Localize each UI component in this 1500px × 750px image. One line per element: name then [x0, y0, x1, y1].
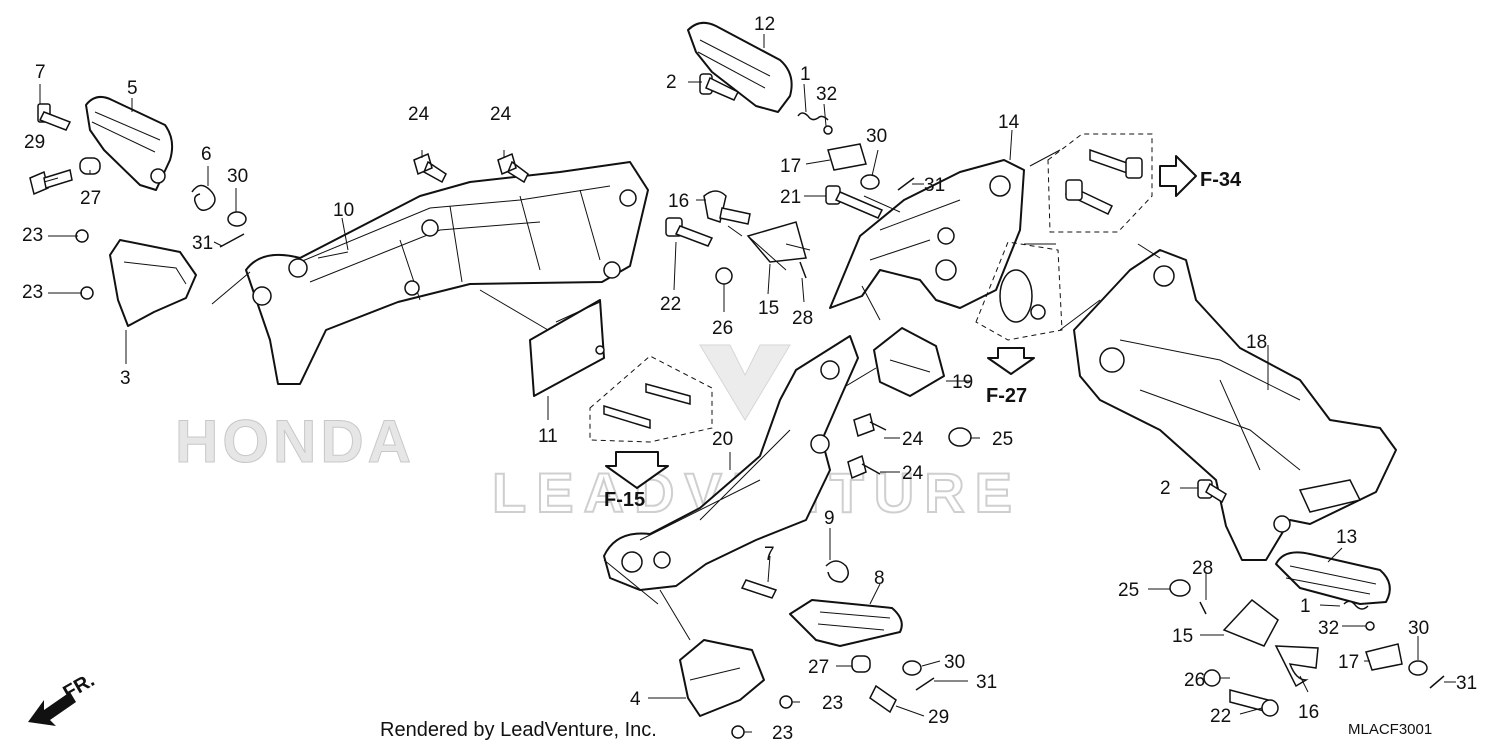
- callout-29: 29: [24, 132, 45, 153]
- callout-24: 24: [902, 463, 924, 484]
- callout-30: 30: [866, 126, 887, 147]
- render-credit: Rendered by LeadVenture, Inc.: [380, 719, 657, 741]
- callout-28: 28: [1192, 558, 1213, 579]
- callout-10: 10: [333, 200, 354, 221]
- callout-17: 17: [780, 156, 801, 177]
- ref-f34: F-34: [1200, 169, 1242, 191]
- diagram-code: MLACF3001: [1348, 721, 1433, 738]
- callout-1: 1: [1300, 596, 1311, 617]
- callout-15: 15: [1172, 626, 1193, 647]
- bolt-group-f34: [1047, 133, 1197, 233]
- callout-30: 30: [1408, 618, 1429, 639]
- callout-11: 11: [538, 426, 558, 447]
- callout-23: 23: [22, 282, 43, 303]
- callout-12: 12: [754, 14, 775, 35]
- callout-9: 9: [824, 508, 835, 529]
- callout-28: 28: [792, 308, 813, 329]
- watermark: HONDA LEADVENTURE: [175, 344, 1013, 525]
- ref-f27: F-27: [986, 385, 1027, 407]
- callout-27: 27: [808, 657, 829, 678]
- callout-22: 22: [660, 294, 681, 315]
- callout-4: 4: [630, 689, 641, 710]
- callout-31: 31: [192, 233, 213, 254]
- callout-29: 29: [928, 707, 949, 728]
- callout-27: 27: [80, 188, 101, 209]
- callout-31: 31: [1456, 673, 1477, 694]
- callout-numbers: 7 5 29 27 6 30 23 23 31 3 10 24 24 11 12…: [22, 14, 1477, 744]
- callout-25: 25: [1118, 580, 1139, 601]
- damper-group-f27: [975, 241, 1063, 375]
- callout-24: 24: [902, 429, 924, 450]
- callout-31: 31: [924, 175, 945, 196]
- callout-16: 16: [668, 191, 689, 212]
- callout-7: 7: [35, 62, 46, 83]
- callout-16: 16: [1298, 702, 1319, 723]
- right-front-step-bracket: [829, 159, 1025, 309]
- callout-5: 5: [127, 78, 138, 99]
- callout-14: 14: [998, 112, 1020, 133]
- mount-bracket-19: [847, 327, 972, 480]
- callout-6: 6: [201, 144, 212, 165]
- rear-step-holder-bracket: [603, 335, 859, 591]
- ref-f15: F-15: [604, 489, 645, 511]
- callout-22: 22: [1210, 706, 1231, 727]
- bolt-group-f15: [589, 355, 713, 489]
- callout-8: 8: [874, 568, 885, 589]
- callout-7: 7: [764, 544, 775, 565]
- callout-15: 15: [758, 298, 779, 319]
- front-direction-indicator: FR.: [28, 669, 98, 726]
- callout-31: 31: [976, 672, 997, 693]
- callout-23: 23: [772, 723, 793, 744]
- lower-footpeg-assembly: [679, 560, 935, 739]
- left-step-holder-bracket: [245, 152, 649, 397]
- callout-13: 13: [1336, 527, 1357, 548]
- callout-32: 32: [816, 84, 837, 105]
- callout-19: 19: [952, 372, 973, 393]
- callout-2: 2: [666, 72, 677, 93]
- watermark-brand: HONDA: [175, 408, 415, 475]
- leader-lines: [39, 34, 1456, 733]
- callout-1: 1: [800, 64, 811, 85]
- right-rear-footpeg-assembly: [1169, 479, 1445, 717]
- right-front-footpeg-assembly: [665, 21, 915, 285]
- right-rear-step-bracket: [1073, 249, 1397, 561]
- callout-18: 18: [1246, 332, 1267, 353]
- callout-26: 26: [712, 318, 733, 339]
- callout-24: 24: [490, 104, 512, 125]
- callout-20: 20: [712, 429, 733, 450]
- front-arrow-icon: [28, 692, 76, 726]
- reference-labels: F-34 F-27 F-15: [604, 169, 1242, 511]
- callout-24: 24: [408, 104, 430, 125]
- callout-32: 32: [1318, 618, 1339, 639]
- callout-30: 30: [227, 166, 248, 187]
- callout-26: 26: [1184, 670, 1205, 691]
- callout-3: 3: [120, 368, 131, 389]
- left-footpeg-assembly: [29, 95, 247, 327]
- callout-30: 30: [944, 652, 965, 673]
- callout-23: 23: [22, 225, 43, 246]
- callout-23: 23: [822, 693, 843, 714]
- callout-17: 17: [1338, 652, 1359, 673]
- callout-21: 21: [780, 187, 801, 208]
- callout-2: 2: [1160, 478, 1171, 499]
- callout-25: 25: [992, 429, 1013, 450]
